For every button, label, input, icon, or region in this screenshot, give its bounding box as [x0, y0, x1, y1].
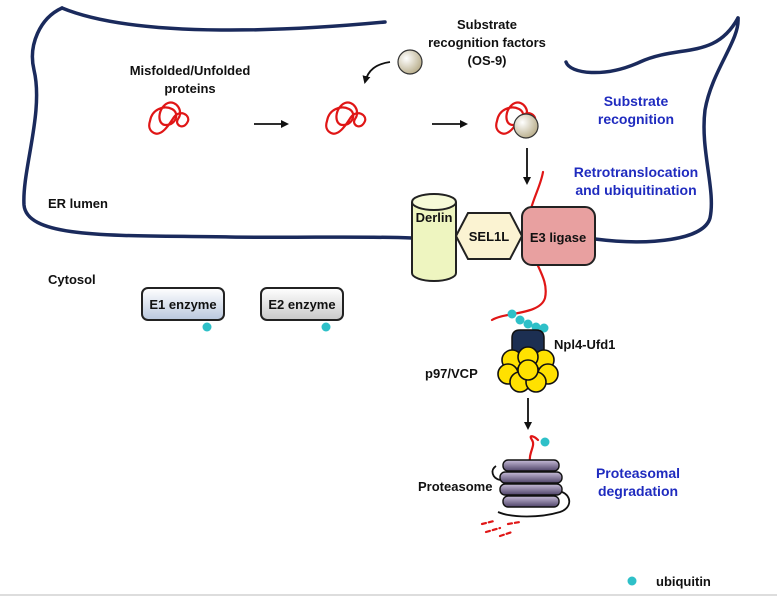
step-retrotranslocation-2: and ubiquitination [575, 182, 696, 198]
step-substrate-recognition-2: recognition [598, 111, 674, 127]
er-membrane-top-right [564, 16, 740, 75]
translocating-substrate [490, 170, 547, 322]
e3-ligase: E3 ligase [521, 206, 596, 266]
e3-ligase-label: E3 ligase [530, 230, 586, 245]
proteasome [480, 435, 571, 538]
step-retrotranslocation-1: Retrotranslocation [574, 164, 698, 180]
e2-enzyme: E2 enzyme [260, 287, 344, 332]
substrate-factors-label-2: recognition factors [428, 35, 546, 50]
proteasome-label: Proteasome [418, 479, 492, 494]
npl4-ufd1-complex [511, 329, 545, 353]
legend-ubiquitin-icon [627, 576, 637, 586]
proteasome-ubiquitin [540, 437, 550, 447]
e2-ubiquitin [321, 322, 331, 332]
er-membrane-right [593, 16, 740, 244]
derlin-label: Derlin [416, 210, 453, 225]
bound-os9-ball [513, 113, 539, 139]
p97-vcp-hexamer [497, 346, 559, 393]
factor-binding-arrow [362, 61, 391, 84]
er-membrane [22, 6, 414, 240]
ubiquitin-chain [507, 309, 549, 333]
cytosol-label: Cytosol [48, 272, 96, 287]
p97-vcp-label: p97/VCP [425, 366, 478, 381]
er-lumen-label: ER lumen [48, 196, 108, 211]
sel1l-adaptor: SEL1L [454, 212, 524, 260]
er-membrane-top [60, 6, 387, 32]
e2-enzyme-label: E2 enzyme [268, 297, 335, 312]
misfolded-protein-2 [325, 101, 367, 135]
substrate-factors-label-1: Substrate [457, 17, 517, 32]
e1-enzyme-label: E1 enzyme [149, 297, 216, 312]
os9-factor-ball [397, 49, 423, 75]
misfolded-label-2: proteins [164, 81, 215, 96]
step-proteasomal-degradation-1: Proteasomal [596, 465, 680, 481]
misfolded-protein-1 [148, 101, 190, 135]
derlin-channel: Derlin [411, 193, 457, 282]
substrate-factors-label-3: (OS-9) [468, 53, 507, 68]
misfolded-label-1: Misfolded/Unfolded [130, 63, 251, 78]
npl4-ufd1-label: Npl4-Ufd1 [554, 337, 615, 352]
e1-ubiquitin [202, 322, 212, 332]
sel1l-label: SEL1L [469, 229, 510, 244]
step-proteasomal-degradation-2: degradation [598, 483, 678, 499]
legend-ubiquitin-label: ubiquitin [656, 574, 711, 589]
step-substrate-recognition-1: Substrate [604, 93, 669, 109]
e1-enzyme: E1 enzyme [141, 287, 225, 332]
